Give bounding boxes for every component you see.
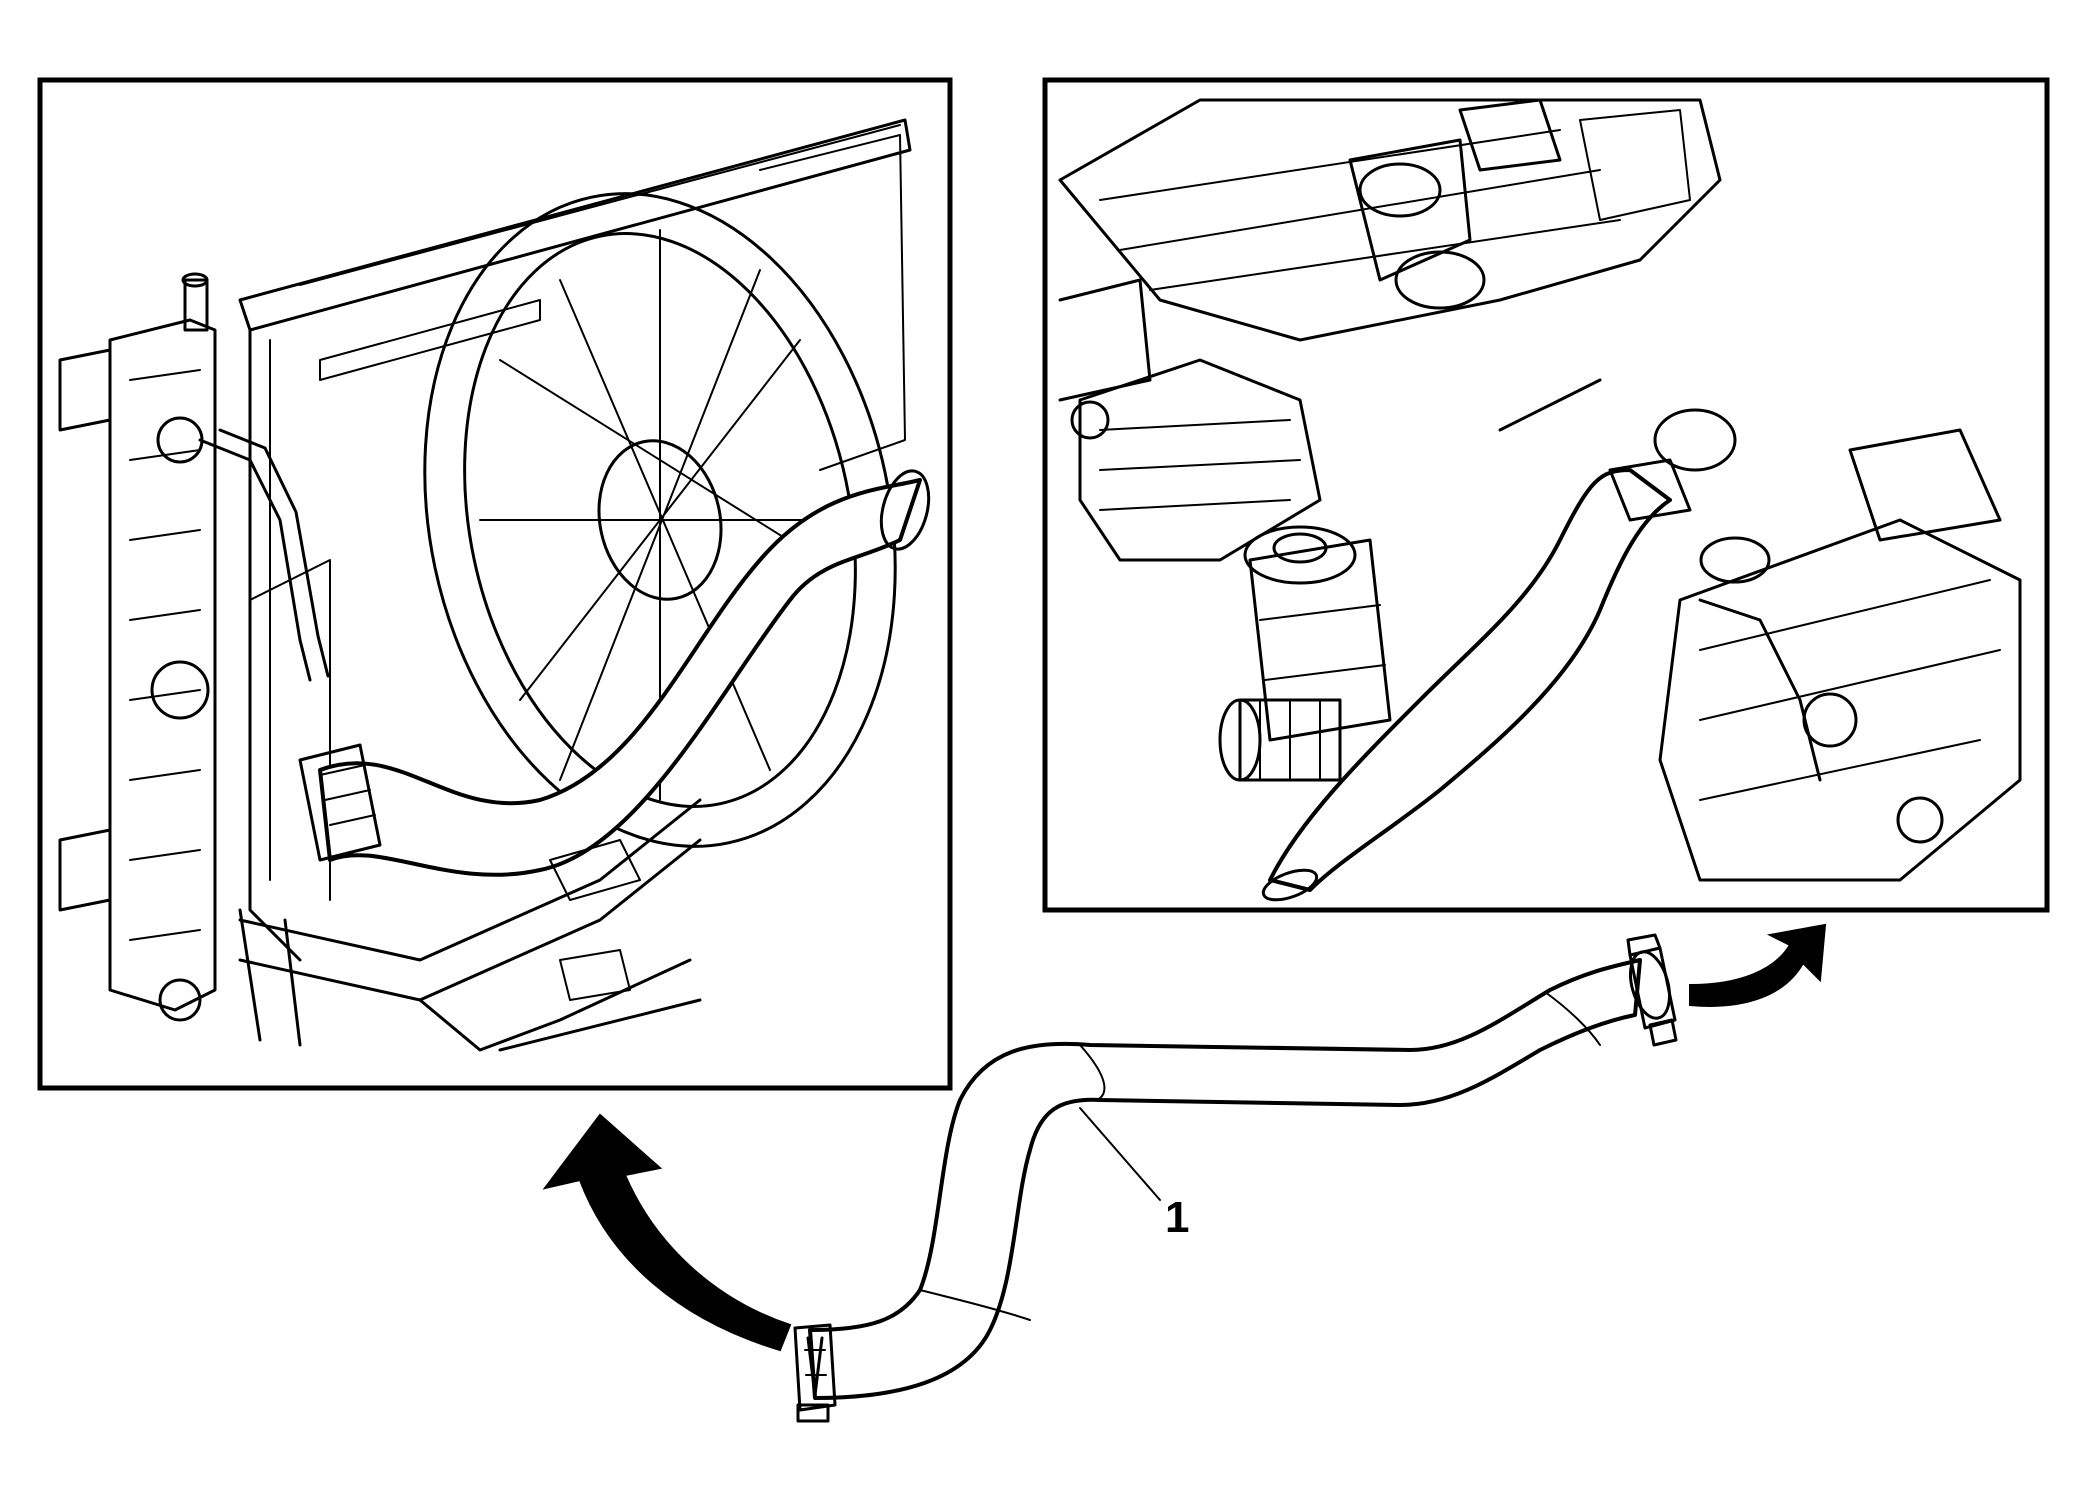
hose-clamp-right <box>1626 933 1678 1047</box>
overflow-tube <box>198 438 312 682</box>
callout-1: 1 <box>1079 1107 1189 1242</box>
overflow-tube-edge <box>218 428 330 678</box>
transaxle <box>1658 428 2022 882</box>
engine-detail-frame <box>1042 77 2050 913</box>
intake-throttle-body <box>1348 138 1472 282</box>
engine-detail-panel <box>1042 77 2050 913</box>
trans-control-module <box>1848 428 2002 542</box>
hose-clamp <box>793 1323 837 1423</box>
thermostat-housing-hose <box>1261 408 1771 902</box>
curved-arrow-up-left-icon <box>542 1113 792 1352</box>
cooler-lines <box>238 798 702 1052</box>
radiator-detail-panel <box>37 77 953 1091</box>
cooling-fan-shroud <box>423 192 897 848</box>
lower-radiator-hose-installed <box>298 469 931 877</box>
bracket-tube <box>1698 598 1822 782</box>
heater-pipe <box>1498 378 1602 432</box>
engine-block <box>1058 98 1722 342</box>
oil-filter-housing <box>1243 525 1392 742</box>
thermostat-clamp <box>1608 458 1692 522</box>
curved-arrow-up-right-icon <box>1689 923 1827 1007</box>
coolant-cap <box>1699 536 1771 584</box>
hose-clamp-installed <box>298 743 382 862</box>
callout-1-leader <box>1079 1107 1161 1201</box>
callout-1-label: 1 <box>1165 1193 1189 1242</box>
radiator-outlet-hose <box>808 958 1642 1400</box>
radiator-left-tank <box>58 272 217 1022</box>
